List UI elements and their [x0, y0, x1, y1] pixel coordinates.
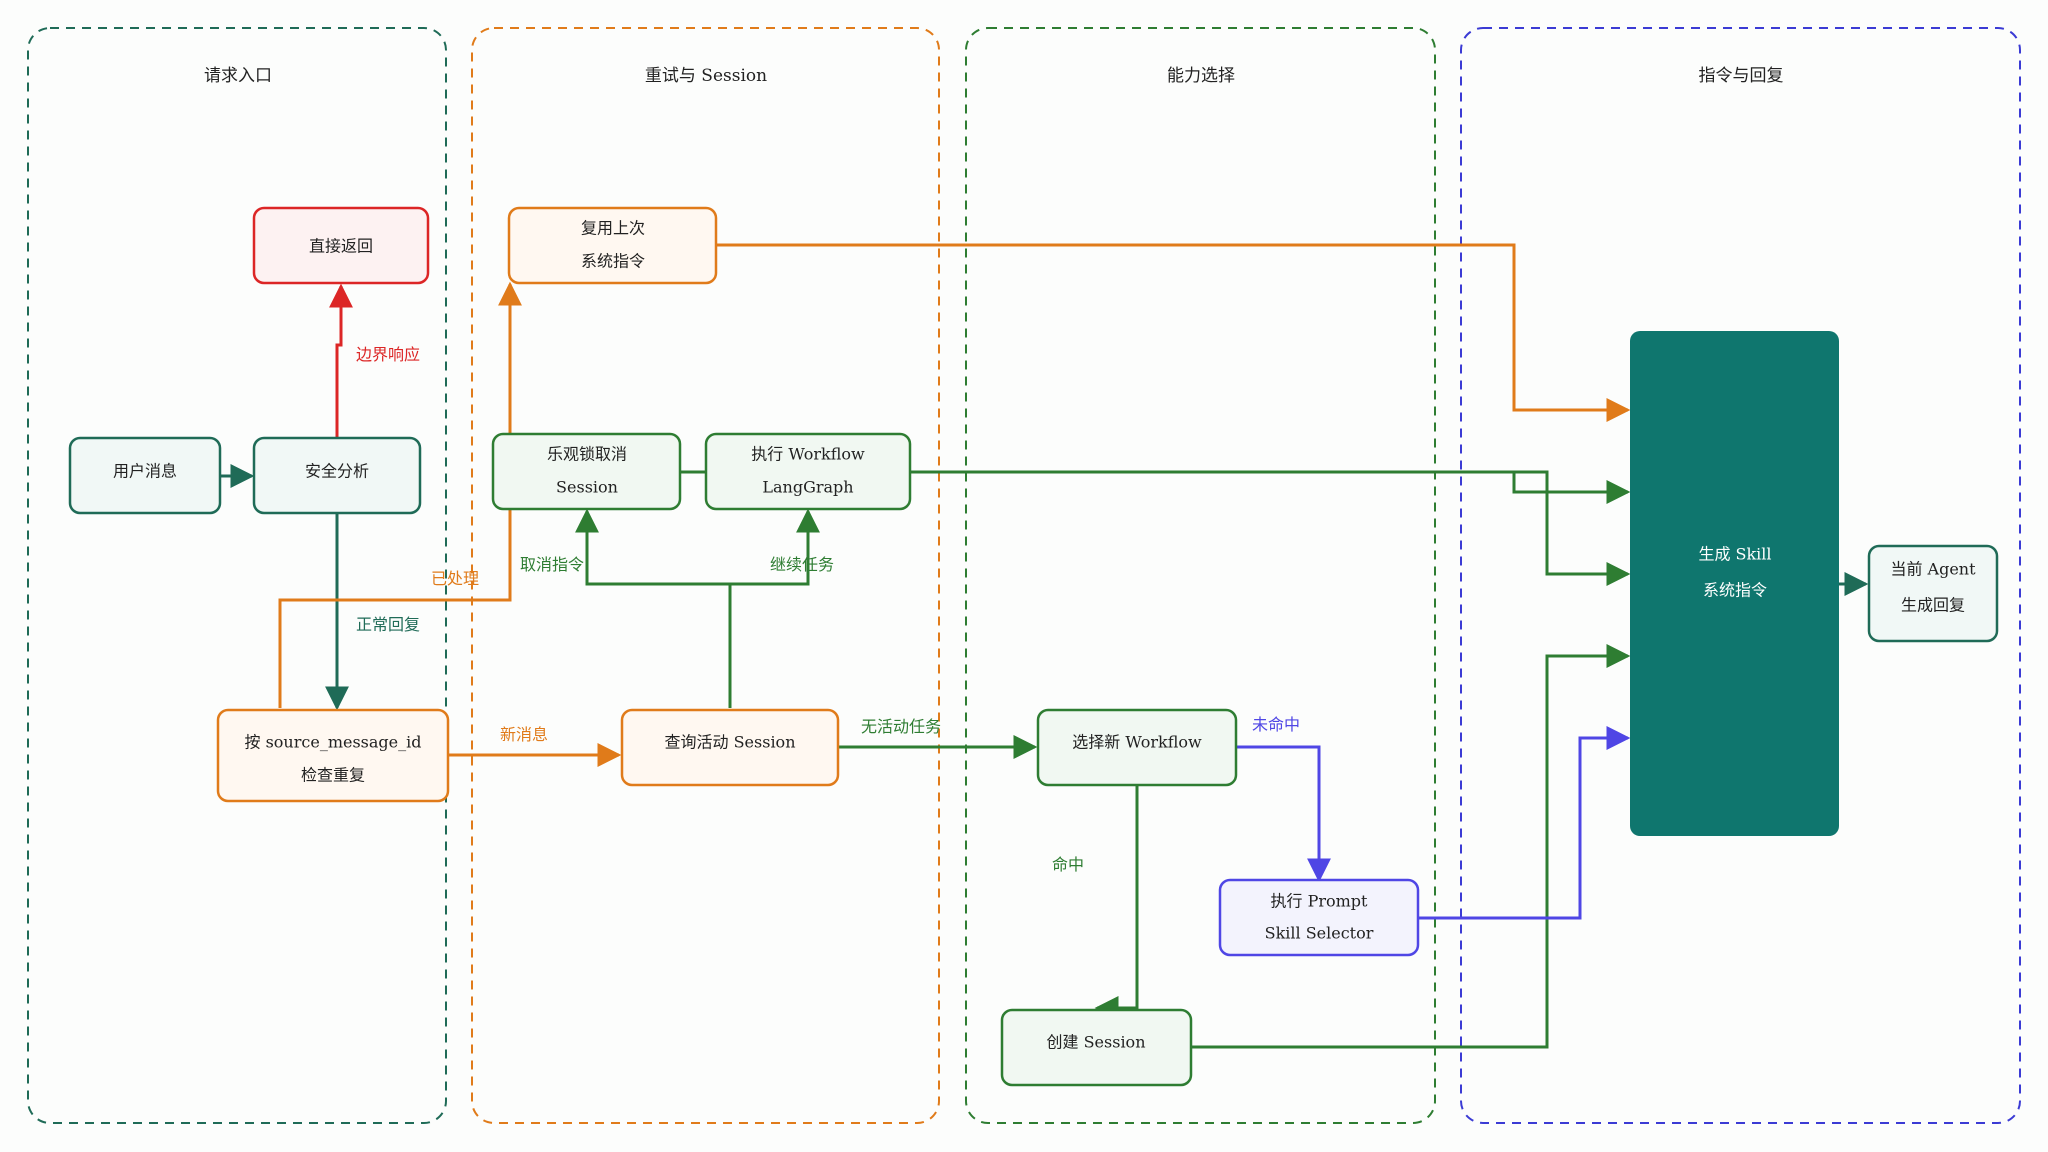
label-handled: 已处理	[431, 569, 479, 588]
node-gen-skill-line-1: 生成 Skill	[1698, 545, 1771, 564]
lane-capability-title: 能力选择	[1167, 66, 1235, 86]
lane-retry-title: 重试与 Session	[645, 66, 767, 86]
node-create-session-line-1: 创建 Session	[1047, 1033, 1146, 1052]
node-gen-skill-line-2: 系统指令	[1703, 581, 1767, 600]
node-security-analysis[interactable]: 安全分析	[252, 436, 422, 515]
node-query-session[interactable]: 查询活动 Session	[620, 708, 840, 787]
node-lock-cancel[interactable]: 乐观锁取消 Session	[491, 432, 682, 511]
node-agent-reply[interactable]: 当前 Agent 生成回复	[1867, 544, 1999, 643]
node-exec-prompt[interactable]: 执行 Prompt Skill Selector	[1218, 878, 1420, 957]
lane-reply-title: 指令与回复	[1699, 66, 1784, 86]
node-exec-prompt-line-1: 执行 Prompt	[1271, 892, 1369, 911]
edge-reuse-to-skill	[716, 243, 1631, 422]
edge-create-to-skill	[1191, 644, 1631, 1049]
node-exec-workflow[interactable]: 执行 Workflow LangGraph	[704, 432, 912, 511]
node-lock-cancel-line-2: Session	[556, 478, 618, 497]
node-reuse-last-line-1: 复用上次	[581, 219, 645, 238]
edge-workflow-to-skill	[910, 470, 1631, 586]
edge-security-to-direct	[329, 283, 353, 437]
edge-labels: 边界响应 正常回复 已处理 新消息 取消指令 继续任务 无活动任务 未命中 命中	[356, 345, 1300, 874]
node-reuse-last-line-2: 系统指令	[581, 252, 645, 271]
label-boundary: 边界响应	[356, 345, 420, 364]
node-select-workflow-line-1: 选择新 Workflow	[1072, 733, 1202, 752]
node-user-message-line-1: 用户消息	[113, 462, 177, 481]
node-direct-return[interactable]: 直接返回	[252, 206, 430, 285]
node-dedupe-check-line-1: 按 source_message_id	[245, 733, 422, 752]
label-continue-task: 继续任务	[770, 555, 834, 574]
node-exec-prompt-line-2: Skill Selector	[1265, 924, 1374, 943]
node-exec-workflow-line-2: LangGraph	[762, 478, 853, 497]
label-hit: 命中	[1052, 855, 1084, 874]
node-query-session-line-1: 查询活动 Session	[665, 733, 796, 752]
label-cancel-cmd: 取消指令	[520, 555, 584, 574]
label-normal: 正常回复	[356, 615, 420, 634]
edge-select-to-create	[1094, 786, 1139, 1020]
node-dedupe-check-line-2: 检查重复	[301, 766, 365, 785]
edge-select-to-prompt	[1236, 745, 1331, 883]
label-no-active: 无活动任务	[861, 717, 941, 736]
edge-query-to-workflow	[730, 508, 820, 586]
node-user-message[interactable]: 用户消息	[68, 436, 222, 515]
node-exec-workflow-line-1: 执行 Workflow	[751, 445, 865, 464]
node-lock-cancel-line-1: 乐观锁取消	[547, 445, 627, 464]
node-create-session[interactable]: 创建 Session	[1000, 1008, 1193, 1087]
lane-retry: 重试与 Session	[471, 27, 940, 1124]
lane-entry: 请求入口	[27, 27, 447, 1124]
lane-capability: 能力选择	[965, 27, 1436, 1124]
node-agent-reply-line-1: 当前 Agent	[1890, 560, 1976, 579]
node-agent-reply-line-2: 生成回复	[1901, 596, 1965, 615]
node-select-workflow[interactable]: 选择新 Workflow	[1036, 708, 1238, 787]
node-reuse-last[interactable]: 复用上次 系统指令	[507, 206, 718, 285]
lane-reply: 指令与回复	[1460, 27, 2021, 1124]
node-security-analysis-line-1: 安全分析	[305, 462, 369, 481]
edges	[219, 243, 1869, 1049]
lane-entry-title: 请求入口	[204, 66, 272, 86]
edge-query-to-cancel	[575, 508, 732, 708]
node-dedupe-check[interactable]: 按 source_message_id 检查重复	[216, 708, 450, 803]
edge-prompt-to-skill	[1418, 726, 1631, 920]
label-miss: 未命中	[1252, 715, 1300, 734]
node-direct-return-line-1: 直接返回	[309, 237, 373, 256]
node-gen-skill[interactable]: 生成 Skill 系统指令	[1630, 331, 1839, 836]
label-new-message: 新消息	[500, 725, 548, 744]
